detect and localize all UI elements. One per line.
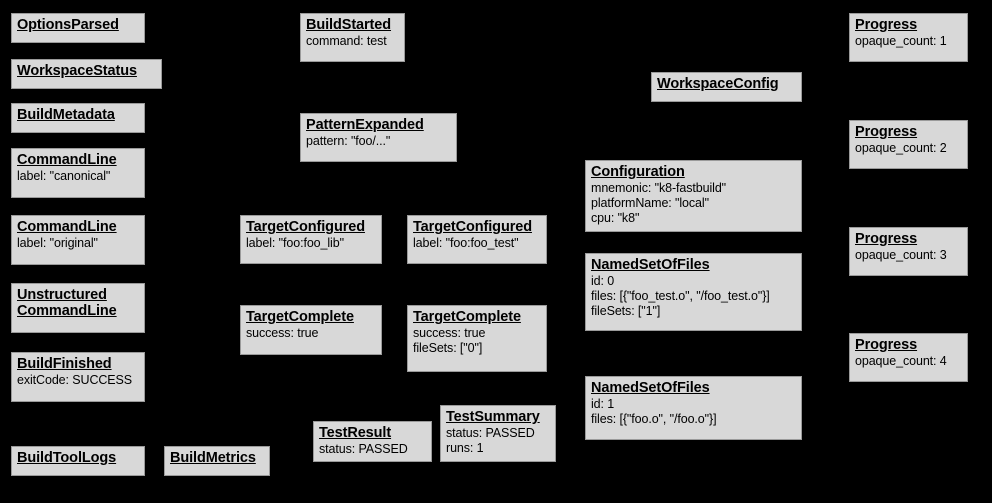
event-node-fields: opaque_count: 1 [855, 34, 947, 48]
event-node-title: TestSummary [446, 409, 540, 425]
event-node-fields: id: 0 files: [{"foo_test.o", "/foo_test.… [591, 274, 770, 318]
event-node-fields: label: "foo:foo_lib" [246, 236, 344, 250]
event-node-fields: opaque_count: 2 [855, 141, 947, 155]
event-node-fields: exitCode: SUCCESS [17, 373, 133, 387]
event-node-title: PatternExpanded [306, 117, 424, 133]
event-node-title: NamedSetOfFiles [591, 380, 710, 396]
event-node-title: CommandLine [17, 219, 117, 235]
event-node-title: NamedSetOfFiles [591, 257, 710, 273]
event-node-title: TestResult [319, 425, 392, 441]
event-node-title: WorkspaceStatus [17, 63, 137, 79]
event-node-fields: label: "canonical" [17, 169, 111, 183]
event-node-fields: command: test [306, 34, 387, 48]
event-node-fields: opaque_count: 3 [855, 248, 947, 262]
event-node-title: Configuration [591, 164, 685, 180]
event-node-fields: mnemonic: "k8-fastbuild" platformName: "… [591, 181, 727, 225]
event-node-fields: success: true [246, 326, 319, 340]
event-node-fields: status: PASSED runs: 1 [446, 426, 535, 455]
event-node-fields: success: true fileSets: ["0"] [413, 326, 486, 355]
event-node-title: Progress [855, 124, 918, 140]
event-node-title: Unstructured CommandLine [17, 287, 117, 319]
event-node-title: Progress [855, 337, 918, 353]
event-node-title: Progress [855, 17, 918, 33]
event-node-build-metrics[interactable]: BuildMetrics [164, 446, 270, 476]
event-node-title: TargetConfigured [246, 219, 365, 235]
event-node-title: BuildFinished [17, 356, 112, 372]
event-node-title: BuildMetrics [170, 450, 256, 466]
event-node-fields: id: 1 files: [{"foo.o", "/foo.o"}] [591, 397, 717, 426]
event-node-fields: label: "original" [17, 236, 98, 250]
event-node-title: OptionsParsed [17, 17, 119, 33]
event-node-build-metadata[interactable]: BuildMetadata [11, 103, 145, 133]
event-node-title: TargetComplete [413, 309, 521, 325]
event-node-fields: pattern: "foo/..." [306, 134, 391, 148]
event-node-fields: label: "foo:foo_test" [413, 236, 519, 250]
event-node-title: BuildStarted [306, 17, 392, 33]
event-node-title: BuildMetadata [17, 107, 115, 123]
event-node-workspace-status[interactable]: WorkspaceStatus [11, 59, 162, 89]
event-node-title: CommandLine [17, 152, 117, 168]
event-node-title: TargetComplete [246, 309, 354, 325]
event-node-build-tool-logs[interactable]: BuildToolLogs [11, 446, 145, 476]
event-node-title: TargetConfigured [413, 219, 532, 235]
event-node-fields: status: PASSED [319, 442, 408, 456]
event-node-unstructured-command-line[interactable]: Unstructured CommandLine [11, 283, 145, 333]
event-node-title: BuildToolLogs [17, 450, 117, 466]
event-node-fields: opaque_count: 4 [855, 354, 947, 368]
event-node-options-parsed[interactable]: OptionsParsed [11, 13, 145, 43]
event-node-workspace-config[interactable]: WorkspaceConfig [651, 72, 802, 102]
event-node-title: Progress [855, 231, 918, 247]
event-node-title: WorkspaceConfig [657, 76, 779, 92]
